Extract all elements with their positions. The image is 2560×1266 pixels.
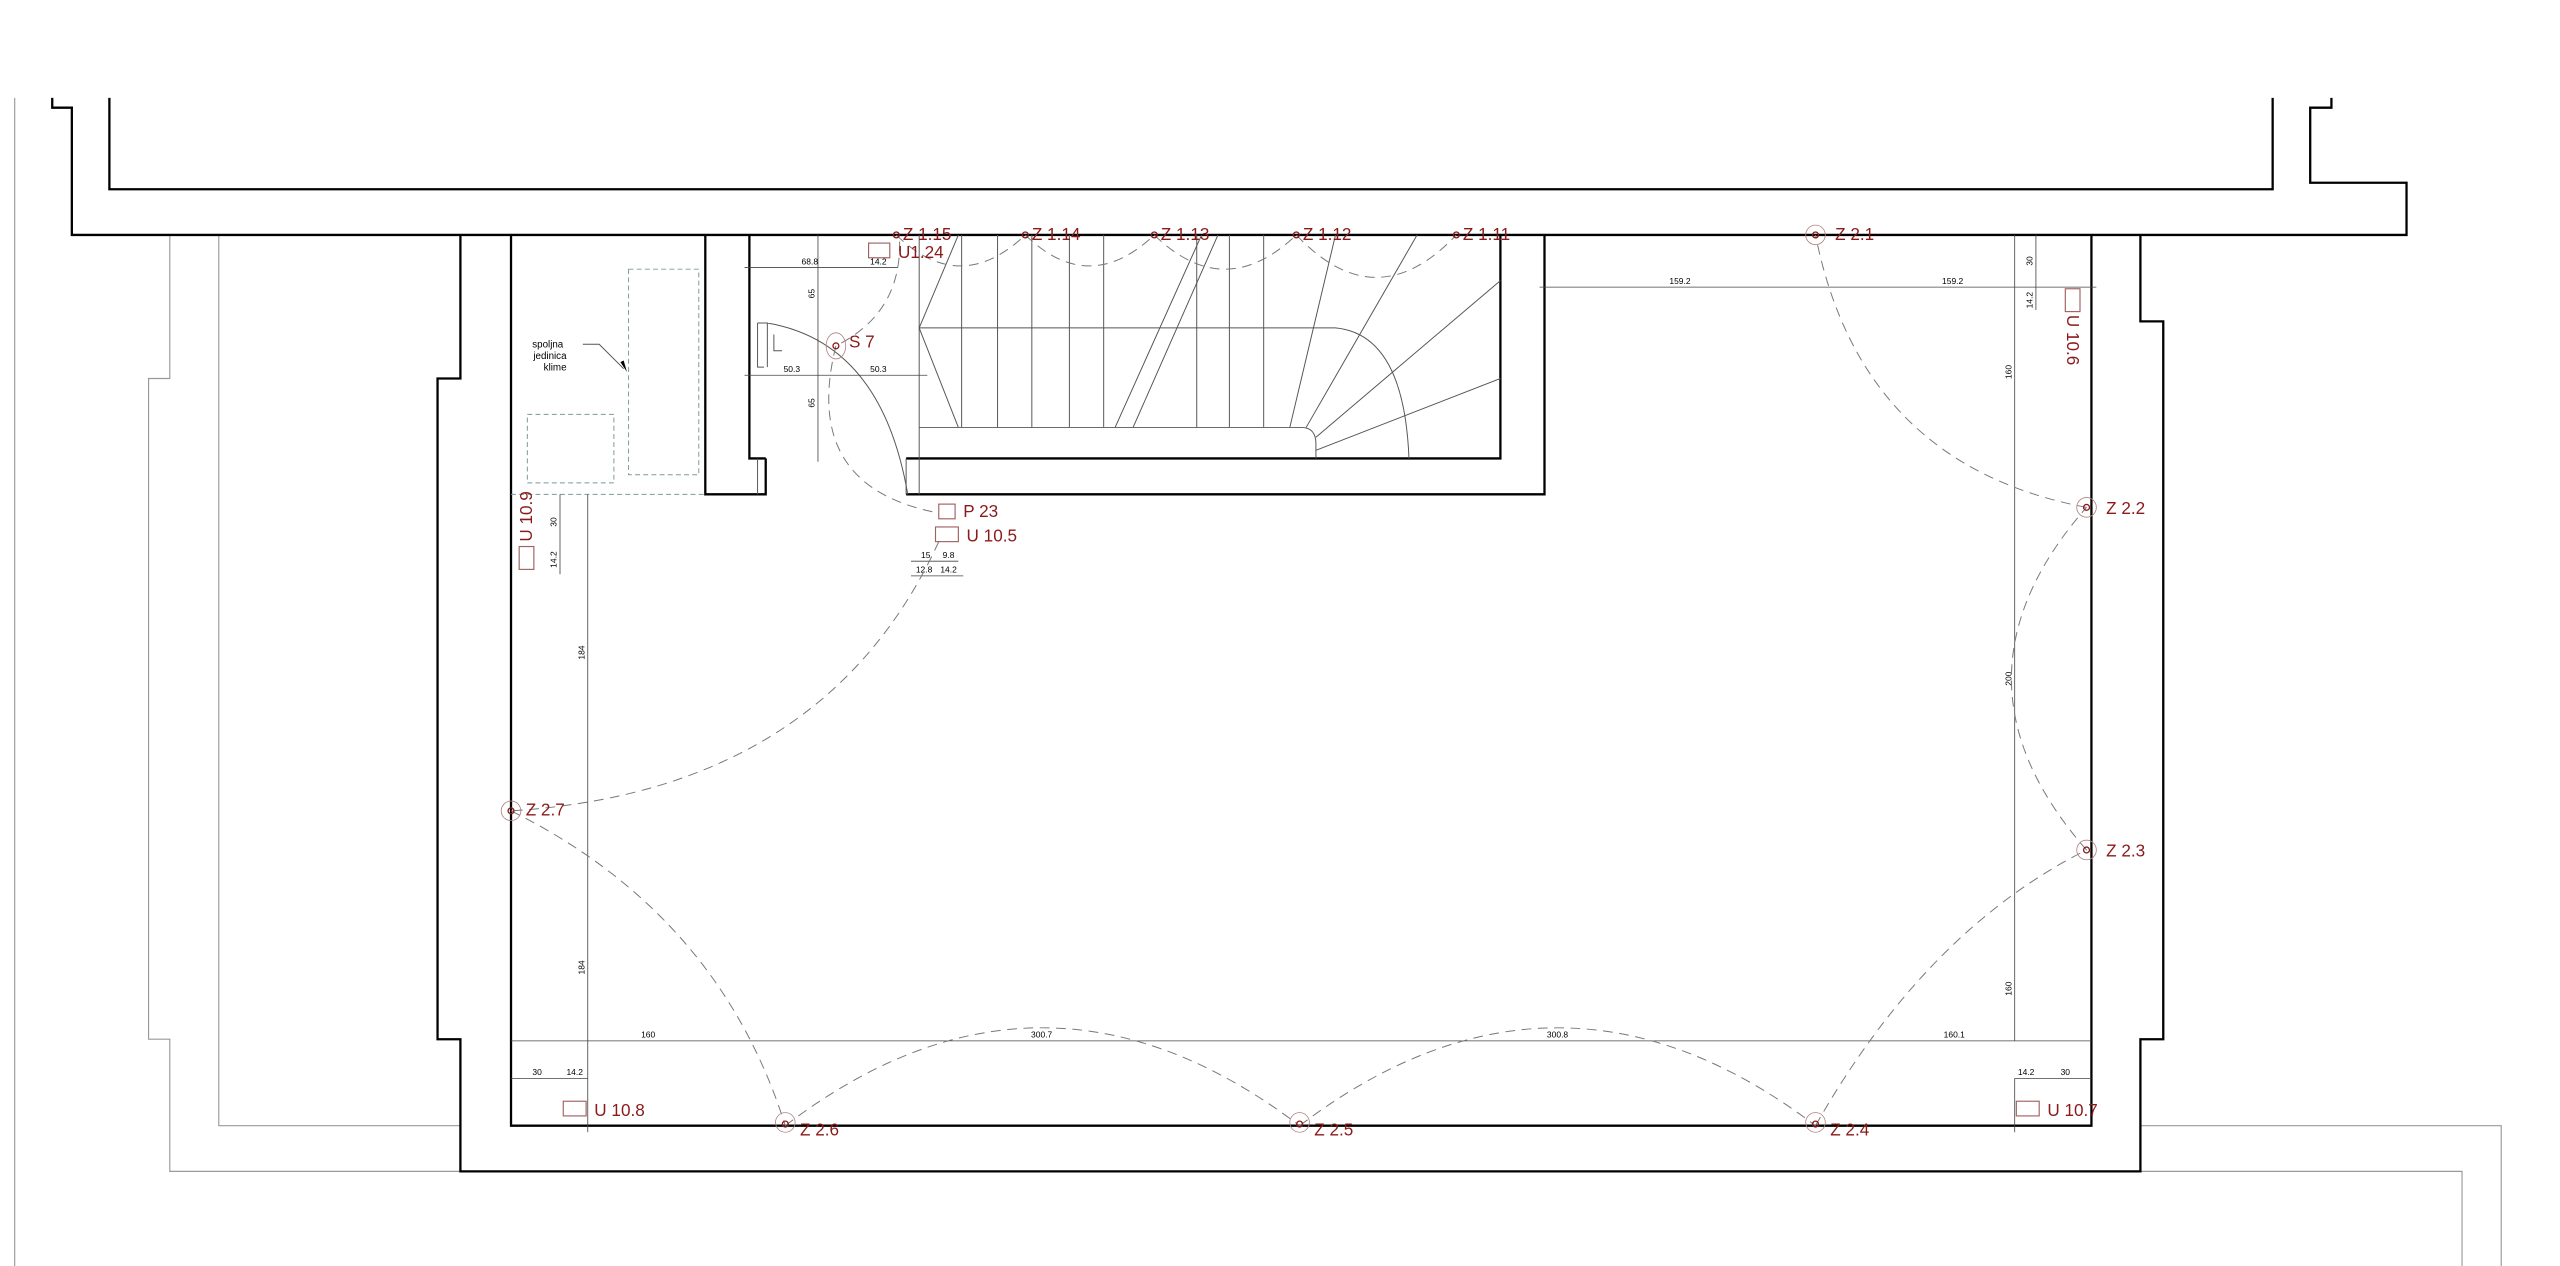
socket-icon [2064, 288, 2081, 313]
dim-30: 30 [2061, 1067, 2071, 1077]
dim-159-2: 159.2 [1942, 276, 1963, 286]
dim-160: 160 [641, 1030, 655, 1040]
label-u10-9: U 10.9 [516, 491, 536, 541]
label-u10-7: U 10.7 [2047, 1100, 2097, 1120]
dimension-labels: 68.8 14.2 65 65 50.3 50.3 15 9.8 12.8 14… [532, 256, 2070, 1077]
outer-gray-lines [14, 97, 2502, 1266]
dim-30: 30 [549, 517, 559, 527]
dim-65: 65 [807, 398, 817, 408]
note-line-2: jedinica [532, 351, 567, 362]
label-z1-14: Z 1.14 [1032, 224, 1081, 244]
label-z1-15: Z 1.15 [903, 224, 952, 244]
dim-160: 160 [2003, 365, 2013, 379]
dim-200: 200 [2003, 671, 2013, 685]
label-z2-2: Z 2.2 [2106, 498, 2145, 518]
label-p23: P 23 [963, 501, 998, 521]
circuit-arcs [510, 234, 2087, 1127]
label-s7: S 7 [849, 332, 875, 352]
socket-icon [518, 545, 535, 570]
fixture-labels: Z 1.15 Z 1.14 Z 1.13 Z 1.12 Z 1.11 Z 2.1… [516, 224, 2145, 1140]
dim-65: 65 [807, 289, 817, 299]
top-walls [51, 97, 2408, 237]
label-u10-6: U 10.6 [2063, 315, 2083, 365]
dim-15: 15 [921, 550, 931, 560]
dim-14-2: 14.2 [2025, 292, 2035, 309]
label-z2-6: Z 2.6 [800, 1119, 839, 1139]
label-z2-7: Z 2.7 [526, 800, 565, 820]
ac-unit: spoljna jedinica klime [511, 268, 706, 495]
label-u1-24: U1.24 [898, 242, 944, 262]
dim-184: 184 [576, 645, 586, 659]
dim-14-2: 14.2 [870, 256, 887, 266]
dim-50-3: 50.3 [870, 364, 887, 374]
fixture-points [500, 224, 2097, 1133]
room-walls [436, 234, 2165, 1173]
dim-12-8: 12.8 [916, 565, 933, 575]
dim-14-2: 14.2 [940, 565, 957, 575]
dim-159-2: 159.2 [1669, 276, 1690, 286]
dim-68-8: 68.8 [802, 256, 819, 266]
note-line-3: klime [544, 362, 567, 373]
dim-184: 184 [576, 960, 586, 974]
socket-icon [934, 526, 959, 543]
dim-160: 160 [2003, 981, 2013, 995]
note-line-1: spoljna [532, 340, 564, 351]
label-u10-5: U 10.5 [967, 526, 1017, 546]
stairwell [704, 234, 1546, 496]
label-z1-12: Z 1.12 [1303, 224, 1352, 244]
dim-14-2: 14.2 [566, 1067, 583, 1077]
dim-14-2: 14.2 [2018, 1067, 2035, 1077]
label-z1-13: Z 1.13 [1161, 224, 1210, 244]
dim-300-7: 300.7 [1031, 1030, 1052, 1040]
dim-30: 30 [532, 1067, 542, 1077]
label-z2-4: Z 2.4 [1830, 1119, 1870, 1139]
label-z2-1: Z 2.1 [1835, 224, 1874, 244]
label-z1-11: Z 1.11 [1463, 224, 1510, 244]
socket-icon [2015, 1100, 2040, 1117]
switch-icon [938, 503, 956, 520]
label-u10-8: U 10.8 [594, 1100, 644, 1120]
dim-50-3: 50.3 [784, 364, 801, 374]
stair-treads [918, 234, 1501, 451]
dim-160-1: 160.1 [1944, 1030, 1965, 1040]
socket-icons [518, 242, 2081, 1117]
dim-300-8: 300.8 [1547, 1030, 1568, 1040]
socket-icon [868, 242, 891, 259]
dim-30: 30 [2025, 256, 2035, 266]
socket-icon [562, 1100, 587, 1117]
dim-14-2: 14.2 [549, 551, 559, 568]
dim-9-8: 9.8 [943, 550, 955, 560]
label-z2-3: Z 2.3 [2106, 841, 2145, 861]
dimension-lines [511, 234, 2097, 1133]
label-z2-5: Z 2.5 [1314, 1119, 1353, 1139]
